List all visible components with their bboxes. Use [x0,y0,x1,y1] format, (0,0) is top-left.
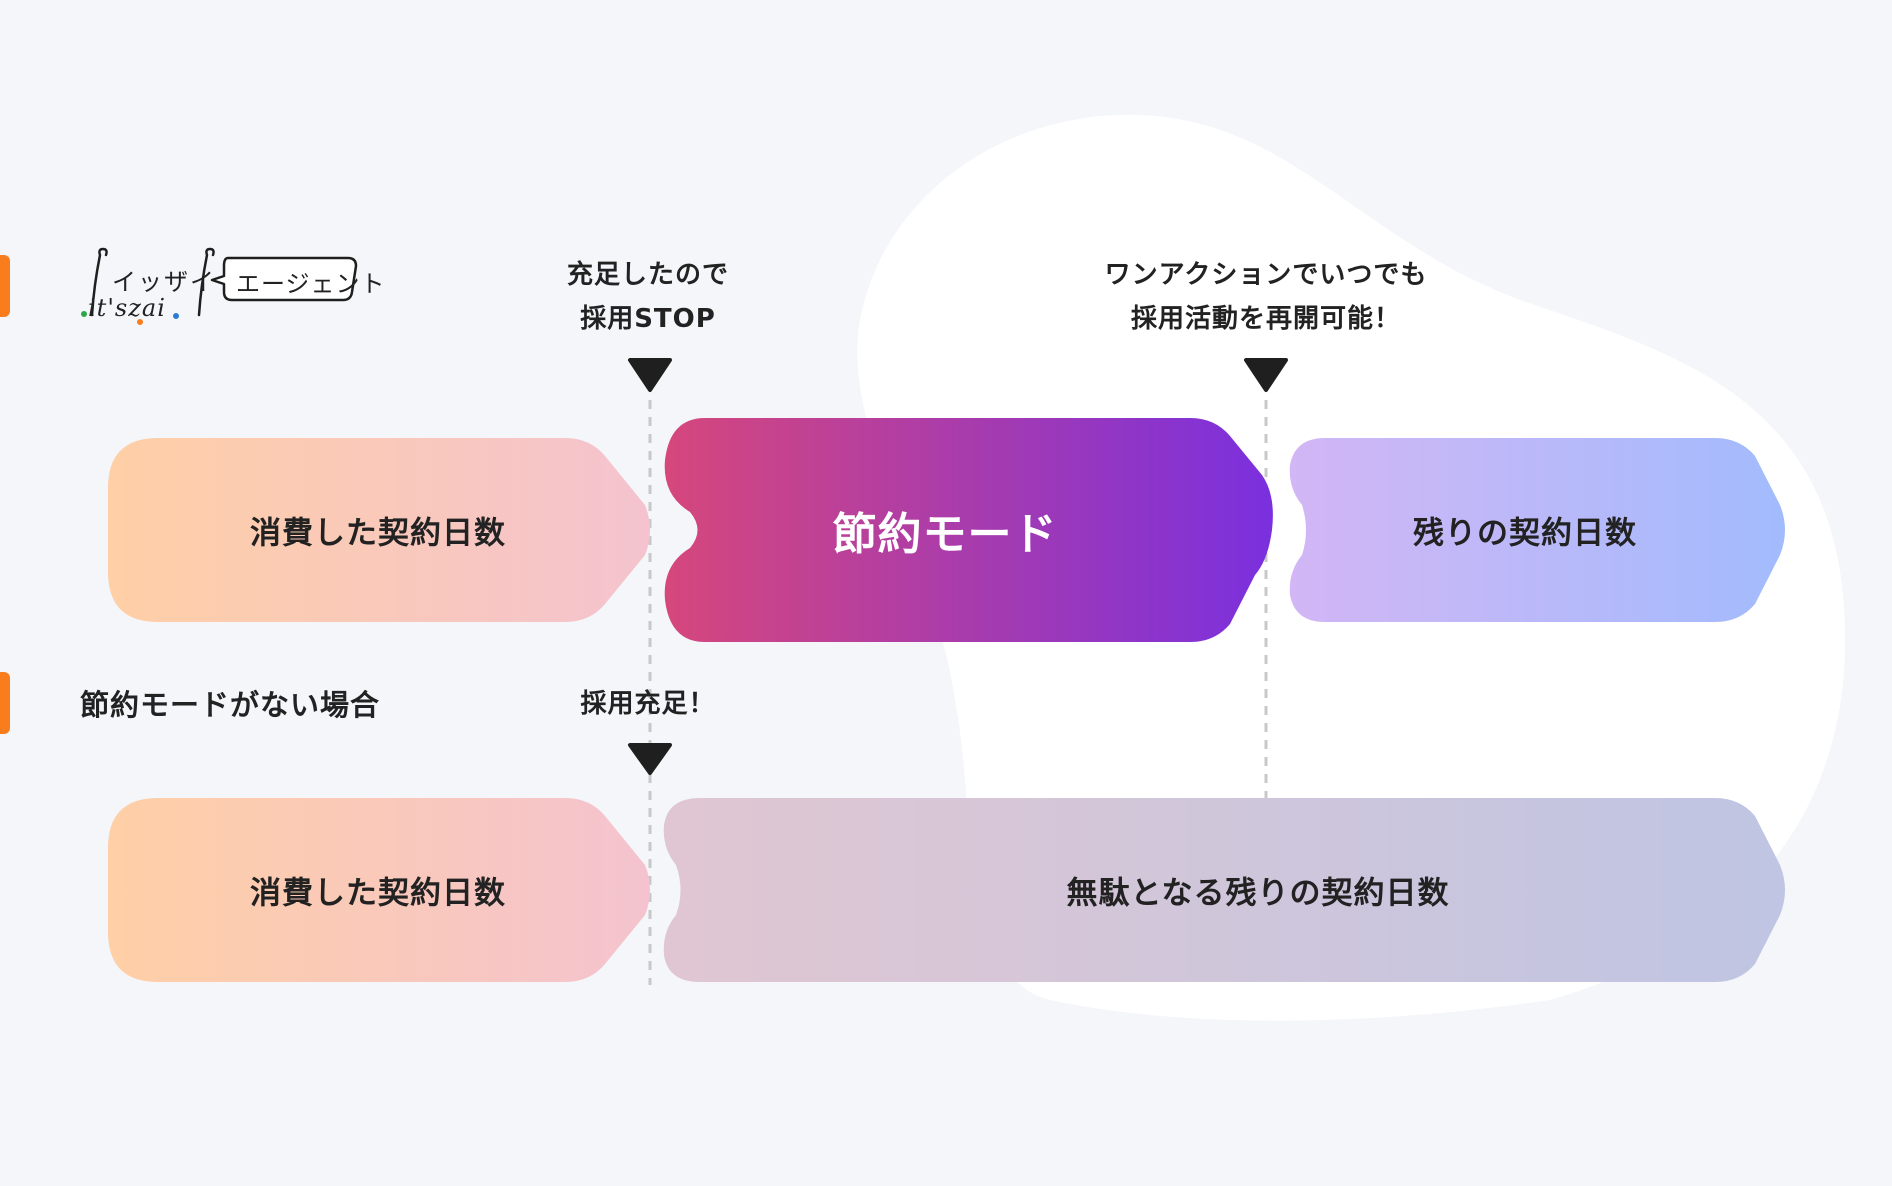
resume-callout-line2: 採用活動を再開可能！ [1130,304,1402,334]
saving-mode-label: 節約モード [832,509,1058,560]
filled-marker-triangle [628,743,672,775]
logo [81,247,358,325]
logo-text-main: イッザイ [112,268,216,296]
logo-text-bubble: エージェント [236,270,386,298]
remaining-days-arrow [1289,438,1785,622]
stop-marker-triangle [628,358,672,392]
logo-dot-orange [137,319,143,325]
remaining-days-label: 残りの契約日数 [1413,515,1637,552]
logo-bubble-shape [210,256,358,302]
logo-dot-green [81,311,87,317]
filled-callout: 採用充足！ [580,689,716,719]
resume-marker-triangle [1244,358,1288,392]
resume-callout-line1: ワンアクションでいつでも [1104,260,1428,290]
stop-callout-line1: 充足したので [566,260,730,290]
wasted-days-arrow [663,798,1785,982]
without-mode-heading: 節約モードがない場合 [80,688,381,722]
section-marker-top [0,255,10,317]
logo-person-icon-left [90,247,108,317]
logo-person-icon-right [197,247,215,317]
logo-dot-blue [173,313,179,319]
wasted-days-label: 無駄となる残りの契約日数 [1066,875,1450,912]
section-marker-bottom [0,672,10,734]
saving-mode-arrow [664,418,1273,642]
stop-callout-line2: 採用STOP [580,304,716,334]
consumed-days-arrow-bottom [108,798,650,982]
logo-text-script: it'szai [88,294,166,322]
consumed-days-label-bottom: 消費した契約日数 [250,875,506,912]
consumed-days-arrow-top [108,438,650,622]
consumed-days-label-top: 消費した契約日数 [250,515,506,552]
